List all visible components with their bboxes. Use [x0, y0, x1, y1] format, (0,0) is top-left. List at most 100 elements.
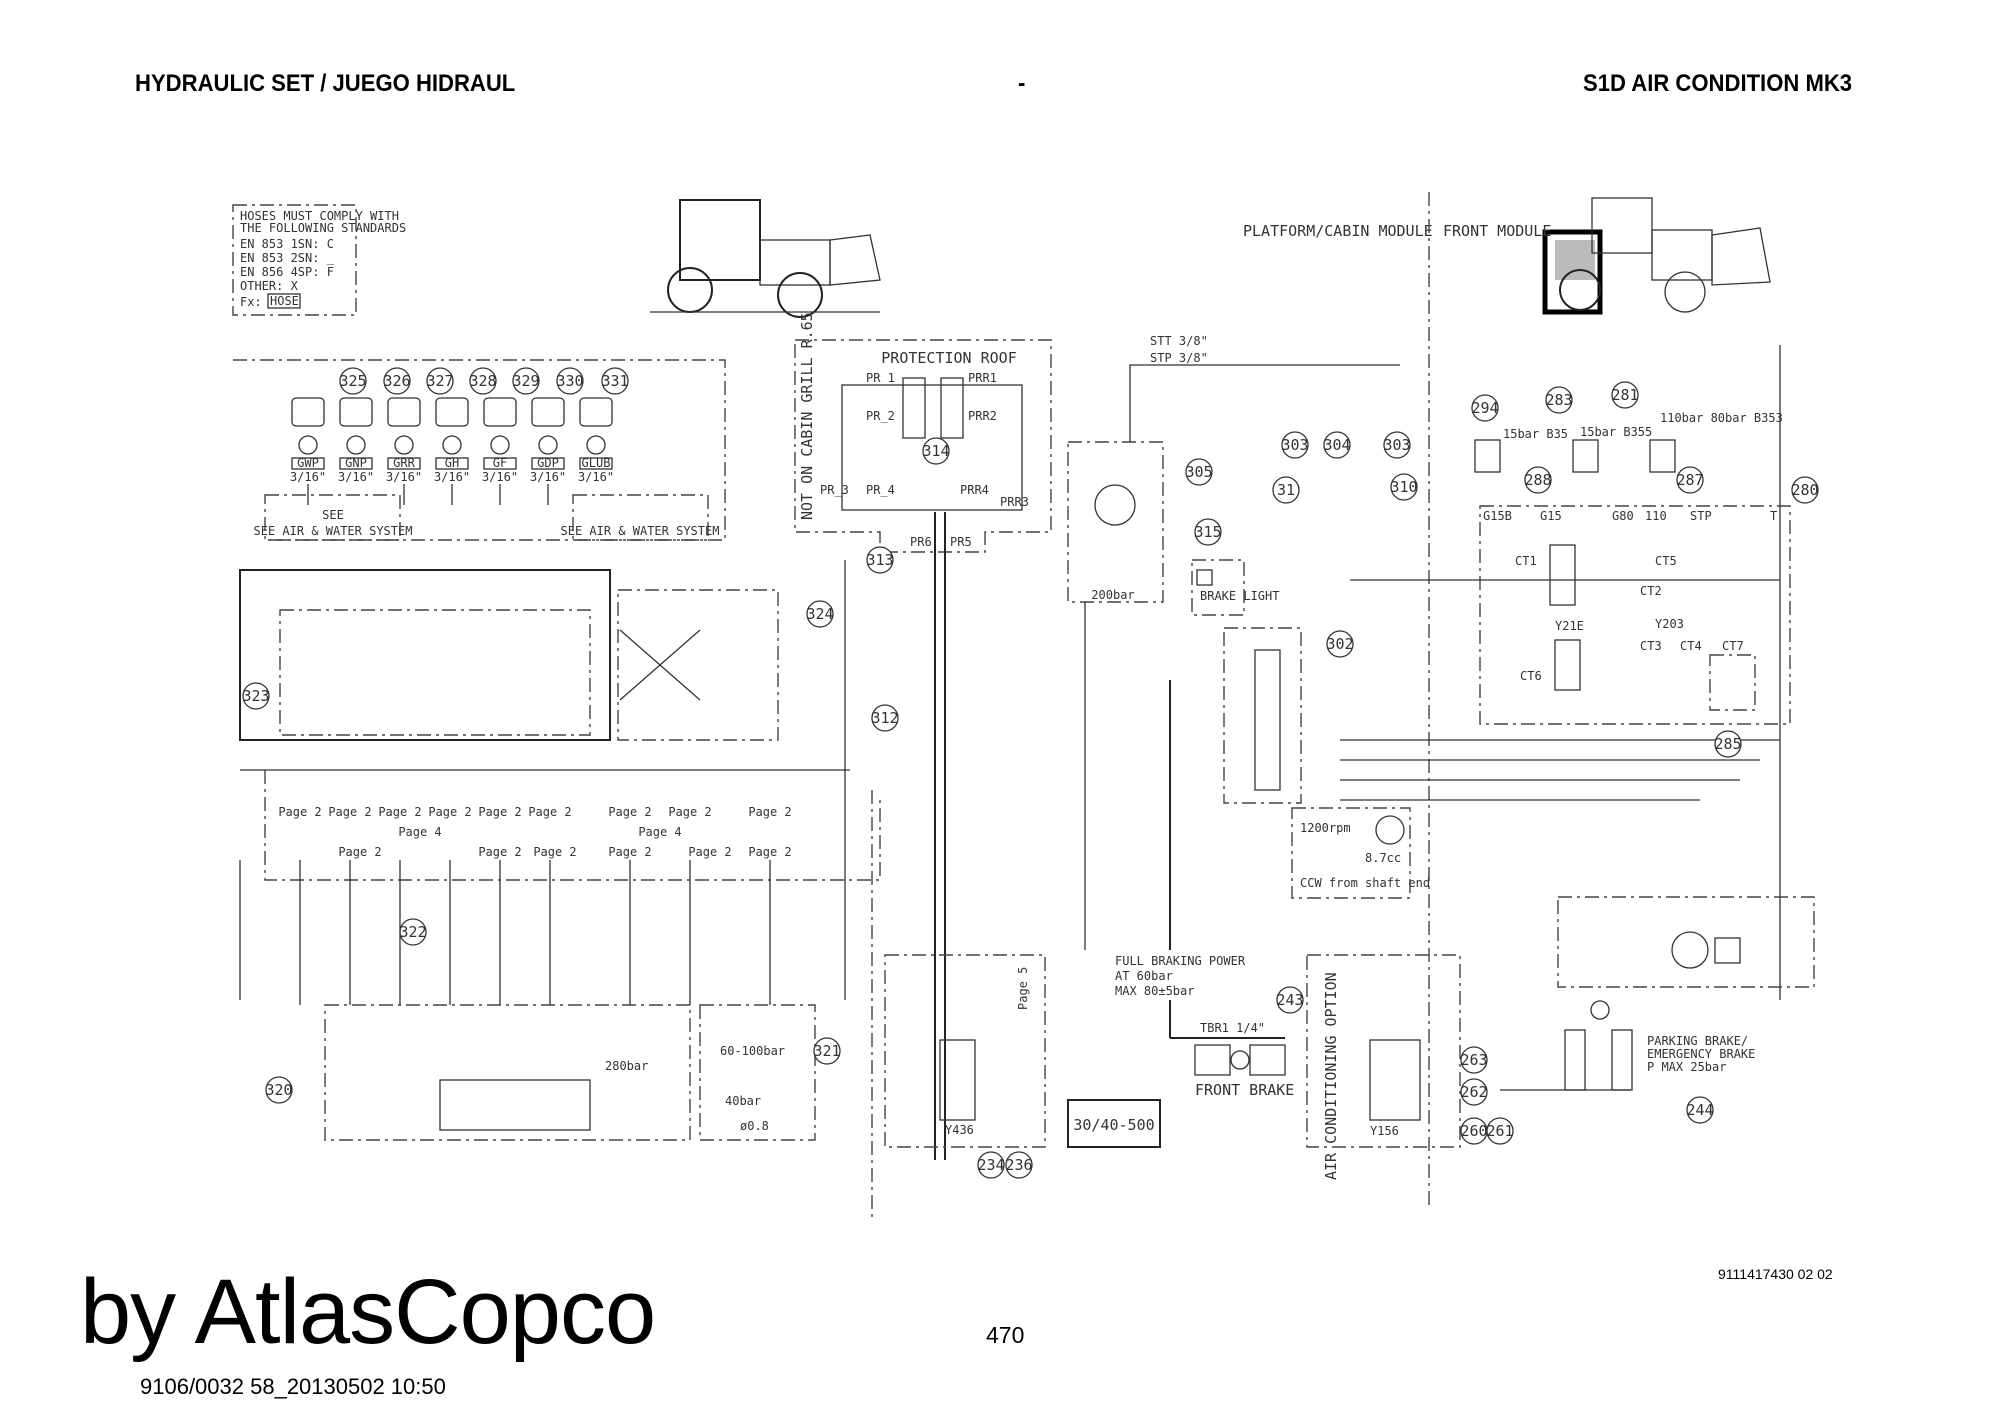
valve-y436: Y436 Page 5	[884, 954, 1046, 1148]
svg-text:331: 331	[601, 372, 628, 390]
hose-label: PR5	[950, 535, 972, 549]
hose-label: PR6	[910, 535, 932, 549]
page-ref: Page 2	[478, 845, 521, 859]
hose-size: 3/16"	[530, 470, 566, 484]
hose-size: 3/16"	[338, 470, 374, 484]
callout-312: 312	[871, 704, 899, 732]
protection-roof-circuit: PROTECTION ROOF NOT ON CABIN GRILL R.65 …	[794, 312, 1052, 1160]
ac-control-block: G15B G15 G80 110 STP T CT1 CT2 CT5 CT6 C…	[1340, 345, 1791, 1000]
valve-bank	[239, 560, 881, 1141]
svg-text:EN 856 4SP: F: EN 856 4SP: F	[240, 265, 334, 279]
hose-label: GNP	[345, 456, 367, 470]
callout-280: 280	[1791, 476, 1819, 504]
svg-text:320: 320	[265, 1081, 292, 1099]
svg-text:CT5: CT5	[1655, 554, 1677, 568]
svg-text:305: 305	[1185, 463, 1212, 481]
svg-text:8.7cc: 8.7cc	[1365, 851, 1401, 865]
callout-313: 313	[866, 546, 894, 574]
hose-label: PR_4	[866, 483, 895, 497]
svg-text:STP: STP	[1690, 509, 1712, 523]
pump-assembly: 1200rpm CCW from shaft end 8.7cc	[1291, 807, 1430, 899]
svg-text:BRAKE LIGHT: BRAKE LIGHT	[1200, 589, 1279, 603]
svg-text:303: 303	[1383, 436, 1410, 454]
svg-text:OTHER: X: OTHER: X	[240, 279, 299, 293]
hose-label: PRR1	[968, 371, 997, 385]
gauge-icon	[298, 435, 318, 455]
svg-text:NOT ON CABIN GRILL R.65: NOT ON CABIN GRILL R.65	[798, 312, 816, 520]
svg-text:236: 236	[1005, 1156, 1032, 1174]
svg-text:PARKING BRAKE/: PARKING BRAKE/	[1647, 1034, 1748, 1048]
svg-text:EMERGENCY BRAKE: EMERGENCY BRAKE	[1647, 1047, 1755, 1061]
callout-325: 325	[339, 367, 367, 395]
svg-text:288: 288	[1524, 471, 1551, 489]
hose-size: 3/16"	[434, 470, 470, 484]
svg-text:304: 304	[1323, 436, 1350, 454]
callout-288: 288	[1524, 466, 1552, 494]
callout-262: 262	[1460, 1078, 1488, 1106]
callout-330: 330	[556, 367, 584, 395]
page-ref: Page 2	[748, 805, 791, 819]
front-brake: TBR1 1/4" FRONT BRAKE FULL BRAKING POWER…	[1115, 680, 1294, 1099]
callout-294: 294	[1471, 394, 1499, 422]
svg-text:CT3: CT3	[1640, 639, 1662, 653]
svg-text:313: 313	[866, 551, 893, 569]
svg-text:SEE AIR & WATER SYSTEM: SEE AIR & WATER SYSTEM	[254, 524, 413, 538]
callout-263: 263	[1460, 1046, 1488, 1074]
gauge-icon	[538, 435, 558, 455]
gauge-icon	[490, 435, 510, 455]
svg-text:THE FOLLOWING STANDARDS: THE FOLLOWING STANDARDS	[240, 221, 406, 235]
svg-text:283: 283	[1545, 391, 1572, 409]
document-number: 9111417430 02 02	[1718, 1266, 1833, 1282]
callout-304: 304	[1323, 431, 1351, 459]
platform-module-label: PLATFORM/CABIN MODULE	[1243, 222, 1433, 240]
air-conditioning-option: AIR CONDITIONING OPTION Y156	[1306, 954, 1461, 1180]
callout-329: 329	[512, 367, 540, 395]
valve-302	[1223, 627, 1302, 804]
footer-reference: 9106/0032 58_20130502 10:50	[140, 1374, 446, 1399]
svg-text:315: 315	[1194, 523, 1221, 541]
header-title: HYDRAULIC SET / JUEGO HIDRAUL	[135, 70, 516, 97]
page-ref: Page 2	[668, 805, 711, 819]
callout-320: 320	[265, 1076, 293, 1104]
callout-244: 244	[1686, 1096, 1714, 1124]
svg-text:HOSE: HOSE	[270, 294, 299, 308]
brake-light-switch: BRAKE LIGHT	[1191, 559, 1279, 616]
gauge-icon	[346, 435, 366, 455]
hose-label: GRR	[393, 456, 415, 470]
svg-text:261: 261	[1486, 1122, 1513, 1140]
callout-285: 285	[1714, 730, 1742, 758]
svg-text:CT4: CT4	[1680, 639, 1702, 653]
svg-text:15bar B35: 15bar B35	[1503, 427, 1568, 441]
svg-text:ø0.8: ø0.8	[740, 1119, 769, 1133]
hose-label: PRR3	[1000, 495, 1029, 509]
svg-text:CT2: CT2	[1640, 584, 1662, 598]
machine-illustration-front-highlight	[1542, 197, 1771, 315]
page-ref: Page 2	[428, 805, 471, 819]
svg-text:280bar: 280bar	[605, 1059, 648, 1073]
callout-314: 314	[922, 437, 950, 465]
page-ref: Page 4	[398, 825, 441, 839]
svg-text:T: T	[1770, 509, 1777, 523]
brake-valve-305: 200bar STT 3/8" STP 3/8"	[1067, 334, 1400, 603]
svg-text:TBR1 1/4": TBR1 1/4"	[1200, 1021, 1265, 1035]
page-ref: Page 2	[478, 805, 521, 819]
hose-size: 3/16"	[482, 470, 518, 484]
svg-text:HOSES MUST COMPLY WITH: HOSES MUST COMPLY WITH	[240, 209, 399, 223]
svg-text:15bar B355: 15bar B355	[1580, 425, 1652, 439]
callout-303: 303	[1281, 431, 1309, 459]
hose-size: 3/16"	[578, 470, 614, 484]
hose-label: PRR2	[968, 409, 997, 423]
svg-text:322: 322	[399, 923, 426, 941]
svg-text:AT 60bar: AT 60bar	[1115, 969, 1173, 983]
callout-321: 321	[813, 1037, 841, 1065]
page-ref: Page 2	[278, 805, 321, 819]
machine-illustration-cabin	[650, 199, 881, 318]
page-ref: Page 2	[688, 845, 731, 859]
page-ref: Page 4	[638, 825, 681, 839]
svg-text:287: 287	[1676, 471, 1703, 489]
callout-327: 327	[426, 367, 454, 395]
svg-text:310: 310	[1390, 478, 1417, 496]
svg-text:110bar 80bar B353: 110bar 80bar B353	[1660, 411, 1783, 425]
svg-text:243: 243	[1276, 991, 1303, 1009]
